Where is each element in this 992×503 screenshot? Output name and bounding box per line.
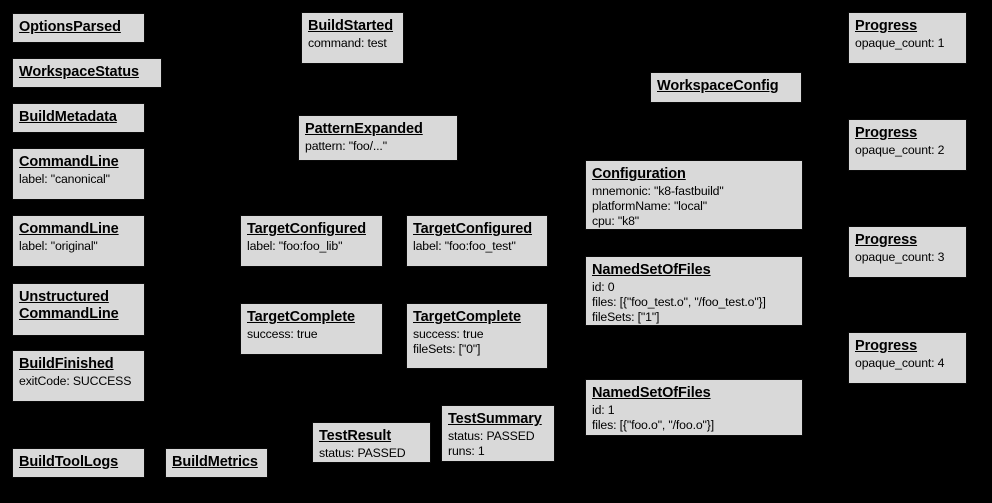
node-attribute-line: label: "foo:foo_lib" [247,239,343,253]
node-attribute-line: exitCode: SUCCESS [19,374,132,388]
node-title: Configuration [592,166,686,182]
node-attribute-line: opaque_count: 1 [855,36,945,50]
node-command-line-original[interactable]: CommandLine label: "original" [12,215,145,267]
node-target-configured-foo-lib[interactable]: TargetConfigured label: "foo:foo_lib" [240,215,383,267]
node-title: WorkspaceStatus [19,64,139,80]
node-title: BuildFinished [19,356,114,372]
node-attributes: label: "original" [19,239,138,254]
node-test-result[interactable]: TestResult status: PASSED [312,422,431,463]
node-attribute-line: platformName: "local" [592,199,707,213]
node-title: TargetComplete [413,309,521,325]
node-configuration[interactable]: Configuration mnemonic: "k8-fastbuild"pla… [585,160,803,230]
node-title: NamedSetOfFiles [592,385,711,401]
node-progress-2[interactable]: Progress opaque_count: 2 [848,119,967,171]
node-attribute-line: mnemonic: "k8-fastbuild" [592,184,724,198]
node-attributes: mnemonic: "k8-fastbuild"platformName: "l… [592,184,796,229]
node-attribute-line: opaque_count: 2 [855,143,945,157]
node-attributes: label: "foo:foo_test" [413,239,541,254]
node-build-started[interactable]: BuildStarted command: test [301,12,404,64]
node-build-finished[interactable]: BuildFinished exitCode: SUCCESS [12,350,145,402]
node-progress-1[interactable]: Progress opaque_count: 1 [848,12,967,64]
node-command-line-canonical[interactable]: CommandLine label: "canonical" [12,148,145,200]
node-attribute-line: cpu: "k8" [592,214,640,228]
node-attribute-line: status: PASSED [448,429,535,443]
node-title: Progress [855,232,918,248]
node-attribute-line: opaque_count: 3 [855,250,945,264]
node-attribute-line: pattern: "foo/..." [305,139,387,153]
node-title: TestResult [319,428,392,444]
node-attribute-line: fileSets: ["0"] [413,342,481,356]
node-attributes: opaque_count: 1 [855,36,960,51]
node-attribute-line: runs: 1 [448,444,485,458]
node-attributes: label: "foo:foo_lib" [247,239,376,254]
node-attribute-line: status: PASSED [319,446,406,460]
node-title: BuildMetrics [172,454,258,470]
node-title: TargetConfigured [247,221,366,237]
node-workspace-status[interactable]: WorkspaceStatus [12,58,162,88]
node-workspace-config[interactable]: WorkspaceConfig [650,72,802,103]
node-options-parsed[interactable]: OptionsParsed [12,13,145,43]
node-attributes: opaque_count: 2 [855,143,960,158]
node-pattern-expanded[interactable]: PatternExpanded pattern: "foo/..." [298,115,458,161]
node-title: BuildStarted [308,18,394,34]
node-title: Unstructured CommandLine [19,289,119,322]
node-attribute-line: fileSets: ["1"] [592,310,660,324]
node-title: TestSummary [448,411,542,427]
node-unstructured-command-line[interactable]: Unstructured CommandLine [12,283,145,336]
node-title: BuildToolLogs [19,454,119,470]
node-attributes: pattern: "foo/..." [305,139,451,154]
node-attributes: label: "canonical" [19,172,138,187]
node-attribute-line: id: 0 [592,280,615,294]
node-title: BuildMetadata [19,109,117,125]
node-title: OptionsParsed [19,19,121,35]
node-progress-3[interactable]: Progress opaque_count: 3 [848,226,967,278]
node-title: CommandLine [19,154,119,170]
node-build-metadata[interactable]: BuildMetadata [12,103,145,133]
node-attribute-line: id: 1 [592,403,615,417]
node-title: Progress [855,338,918,354]
node-title: NamedSetOfFiles [592,262,711,278]
node-attributes: exitCode: SUCCESS [19,374,138,389]
node-attribute-line: label: "foo:foo_test" [413,239,516,253]
node-attribute-line: label: "canonical" [19,172,110,186]
node-title: CommandLine [19,221,119,237]
node-target-configured-foo-test[interactable]: TargetConfigured label: "foo:foo_test" [406,215,548,267]
node-title: TargetConfigured [413,221,532,237]
node-target-complete-foo-lib[interactable]: TargetComplete success: true [240,303,383,355]
node-attribute-line: files: [{"foo.o", "/foo.o"}] [592,418,714,432]
node-attributes: command: test [308,36,397,51]
node-attributes: opaque_count: 4 [855,356,960,371]
node-title: PatternExpanded [305,121,423,137]
node-attribute-line: files: [{"foo_test.o", "/foo_test.o"}] [592,295,766,309]
node-attributes: status: PASSED [319,446,424,461]
node-attribute-line: success: true [247,327,318,341]
node-attribute-line: opaque_count: 4 [855,356,945,370]
node-title: Progress [855,18,918,34]
node-title: WorkspaceConfig [657,78,779,94]
node-progress-4[interactable]: Progress opaque_count: 4 [848,332,967,384]
node-attribute-line: command: test [308,36,387,50]
node-build-metrics[interactable]: BuildMetrics [165,448,268,478]
node-build-tool-logs[interactable]: BuildToolLogs [12,448,145,478]
node-attribute-line: success: true [413,327,484,341]
node-attributes: opaque_count: 3 [855,250,960,265]
node-title: Progress [855,125,918,141]
node-attribute-line: label: "original" [19,239,98,253]
node-title: TargetComplete [247,309,355,325]
node-attributes: success: true [247,327,376,342]
